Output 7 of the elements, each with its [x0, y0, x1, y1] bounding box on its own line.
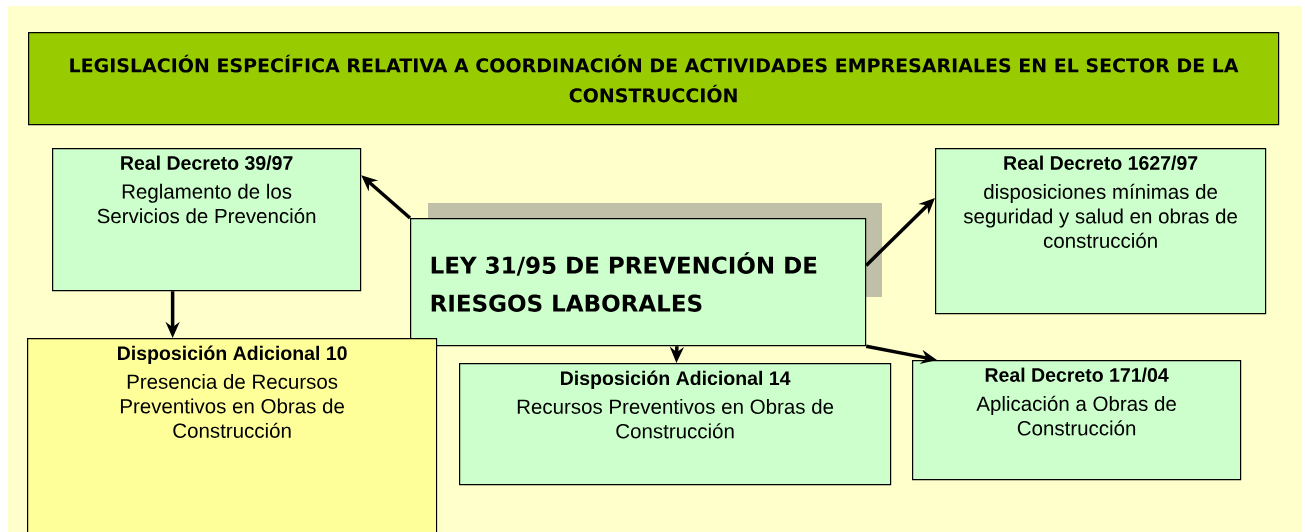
- decree-box: Real Decreto 171/04 Aplicación a Obras de Construcción: [912, 360, 1242, 481]
- law-box: LEY 31/95 DE PREVENCIÓN DE RIESGOS LABORALES: [410, 218, 867, 347]
- decree-box: Real Decreto 39/97 Reglamento de los Servicios de Prevención: [52, 148, 362, 292]
- title-banner: LEGISLACIÓN ESPECÍFICA RELATIVA A COORDINACIÓN DE ACTIVIDADES EMPRESARIALES EN EL SECTOR DE LA CONSTRUCCIÓN: [28, 32, 1280, 126]
- provision-box: Disposición Adicional 14 Recursos Preventivos en Obras de Construcción: [459, 363, 892, 486]
- decree-box: Real Decreto 1627/97 disposiciones mínimas de seguridad y salud en obras de construcción: [935, 148, 1267, 315]
- provision-box: Disposición Adicional 10 Presencia de Recursos Preventivos en Obras de Construcción: [27, 338, 438, 532]
